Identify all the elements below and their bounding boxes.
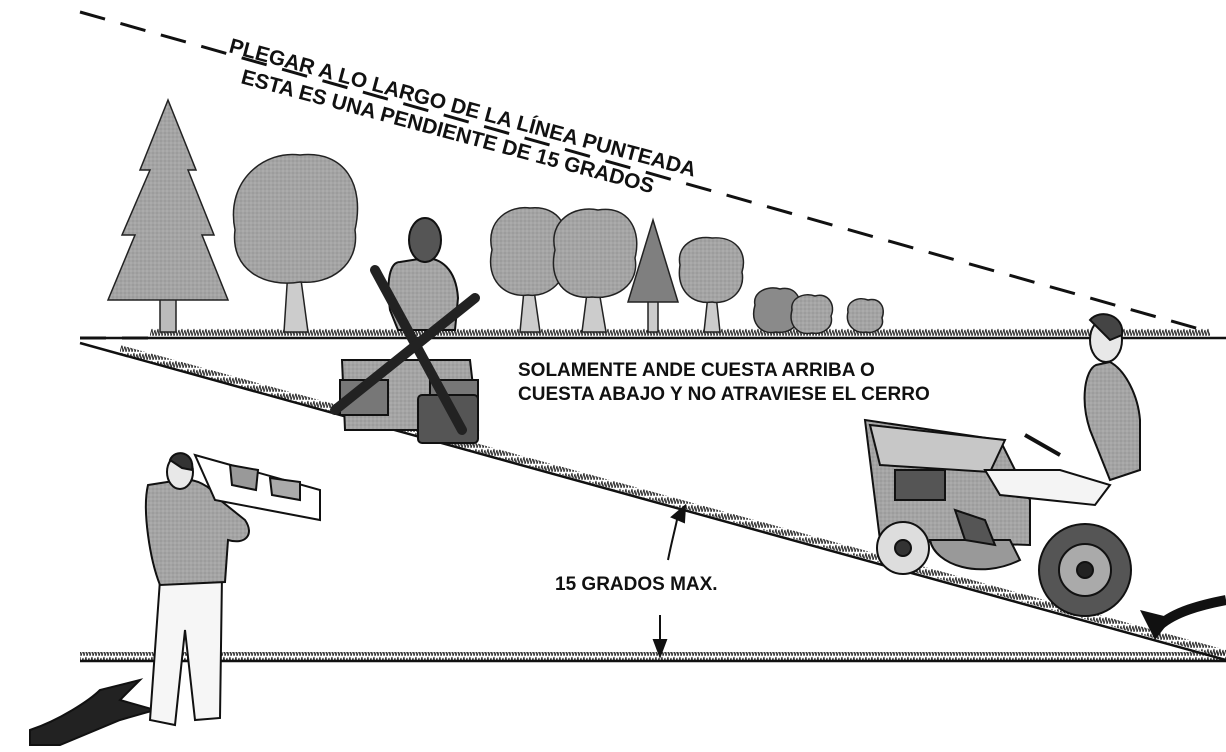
safety-instruction-line-1: SOLAMENTE ANDE CUESTA ARRIBA O [518,360,875,381]
pine-tree-small [626,217,680,333]
leafy-tree-4 [678,236,745,333]
pine-tree-left [106,97,230,333]
angle-label: 15 GRADOS MAX. [555,574,718,595]
tractor-up-slope [863,313,1141,617]
upper-ground-line [80,328,1226,340]
angle-indicator [652,503,687,659]
lower-ground-line [80,652,1226,663]
cross-mark-icon [330,265,480,435]
leafy-tree-1 [232,153,359,333]
safety-instruction-line-2: CUESTA ABAJO Y NO ATRAVIESE EL CERRO [518,384,930,405]
person-holding-guide [29,452,321,746]
bush-2 [790,294,834,335]
background-trees [106,97,884,335]
bush-3 [846,298,884,334]
leafy-tree-3 [552,208,638,333]
curved-arrow-icon [1140,595,1226,640]
